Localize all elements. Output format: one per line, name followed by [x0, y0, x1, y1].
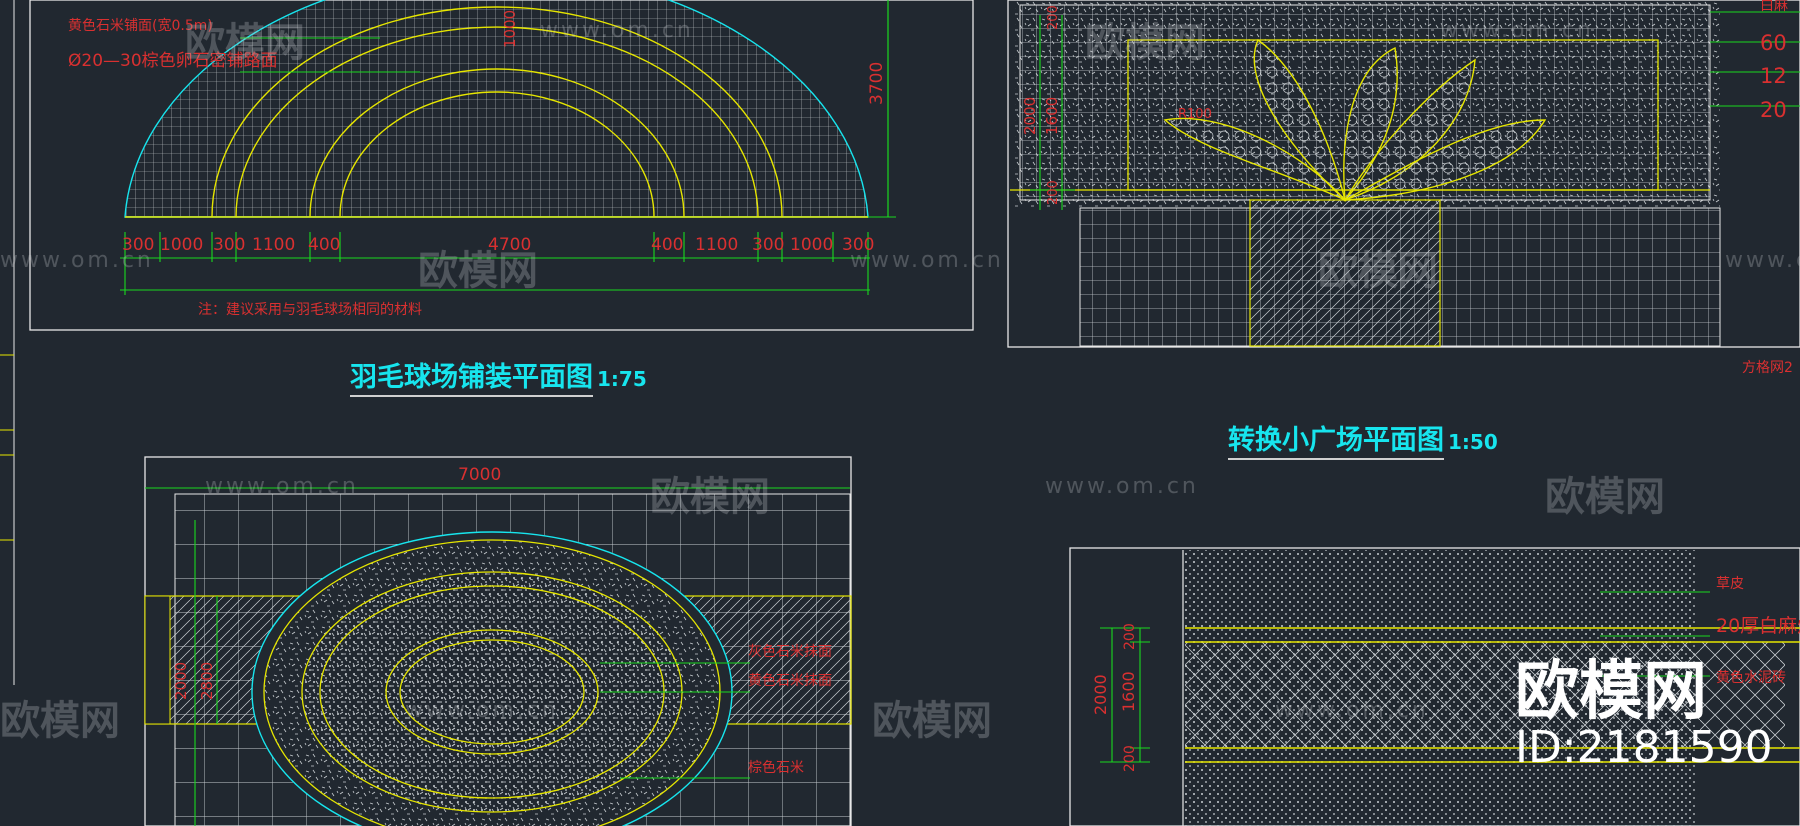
note-yellow-stone: 黄色石米铺面(宽0.5m) [68, 17, 213, 34]
oval-dims [145, 487, 850, 826]
leaf-petals [1163, 38, 1547, 203]
plaza-dim-1600: 1600 [1043, 97, 1061, 135]
plaza-label-60: 60 [1760, 31, 1787, 55]
path-frame [1069, 547, 1800, 826]
dim-top: 1000 [501, 10, 519, 48]
dim-1100-b: 1100 [695, 235, 738, 255]
plaza-dims [1030, 11, 1800, 210]
path-edges [1185, 627, 1800, 763]
dim-1000-a: 1000 [160, 235, 203, 255]
dim-1000-b: 1000 [790, 235, 833, 255]
dim-300-a: 300 [122, 235, 154, 255]
dim-3700: 3700 [867, 62, 887, 105]
note-pebble: Ø20—30棕色卵石密铺路面 [68, 51, 278, 71]
left-edge-ticks [0, 354, 14, 541]
dim-4700: 4700 [488, 235, 531, 255]
dim-1100-a: 1100 [252, 235, 295, 255]
oval-dim-2800: 2800 [198, 662, 216, 700]
path-dim-1600: 1600 [1119, 671, 1138, 712]
plaza-dim-2000: 2000 [1021, 97, 1039, 135]
oval-rings [251, 531, 733, 826]
plaza-title-name: 转换小广场平面图 [1228, 425, 1444, 460]
dim-400-b: 400 [651, 235, 683, 255]
dim-300-c: 300 [752, 235, 784, 255]
oval-path-end [144, 595, 171, 725]
plaza-label-white: 白麻 [1760, 0, 1788, 14]
model-id: ID:2181590 [1515, 722, 1773, 773]
plaza-dim-200a: 200 [1046, 180, 1061, 205]
oval-note-grey: 灰色石米抹面 [748, 643, 832, 660]
badminton-title-scale: 1:75 [597, 367, 647, 391]
path-herringbone [1185, 642, 1785, 748]
dim-300-b: 300 [213, 235, 245, 255]
path-note-brick: 黄色水泥砖 [1716, 669, 1786, 686]
leader-lines-1 [240, 37, 420, 73]
badminton-title-name: 羽毛球场铺装平面图 [350, 362, 593, 397]
oval-dim-7000: 7000 [458, 465, 501, 485]
plaza-radius: R100 [1178, 107, 1212, 122]
plaza-title-scale: 1:50 [1448, 430, 1498, 454]
path-note-granite: 20厚白麻烧面 [1716, 615, 1800, 637]
dim-400-a: 400 [308, 235, 340, 255]
oval-note-yellow: 黄色石米抹面 [748, 672, 832, 689]
plaza-label-12: 12 [1760, 64, 1787, 88]
path-dim-200a: 200 [1122, 623, 1138, 650]
path-dim-2000: 2000 [1091, 674, 1110, 715]
badminton-frame [29, 0, 974, 331]
plaza-grid-note: 方格网2 [1742, 360, 1793, 376]
badminton-semicircle [124, 0, 869, 218]
plaza-label-20: 20 [1760, 98, 1787, 122]
note-material: 注：建议采用与羽毛球场相同的材料 [198, 302, 422, 318]
oval-dim-2000: 2000 [172, 662, 190, 700]
plaza-dim-200b: 200 [1046, 5, 1061, 30]
dim-300-d: 300 [842, 235, 874, 255]
plaza-frame [1007, 0, 1800, 348]
path-note-grass: 草皮 [1716, 576, 1744, 592]
path-dim-200b: 200 [1122, 745, 1138, 772]
brand-watermark: 欧模网 [1515, 655, 1707, 729]
plaza-stem [1249, 199, 1441, 347]
path-dims [1100, 591, 1710, 763]
bottom-dim-chain [120, 232, 870, 295]
oval-note-brown: 棕色石米 [748, 759, 804, 776]
